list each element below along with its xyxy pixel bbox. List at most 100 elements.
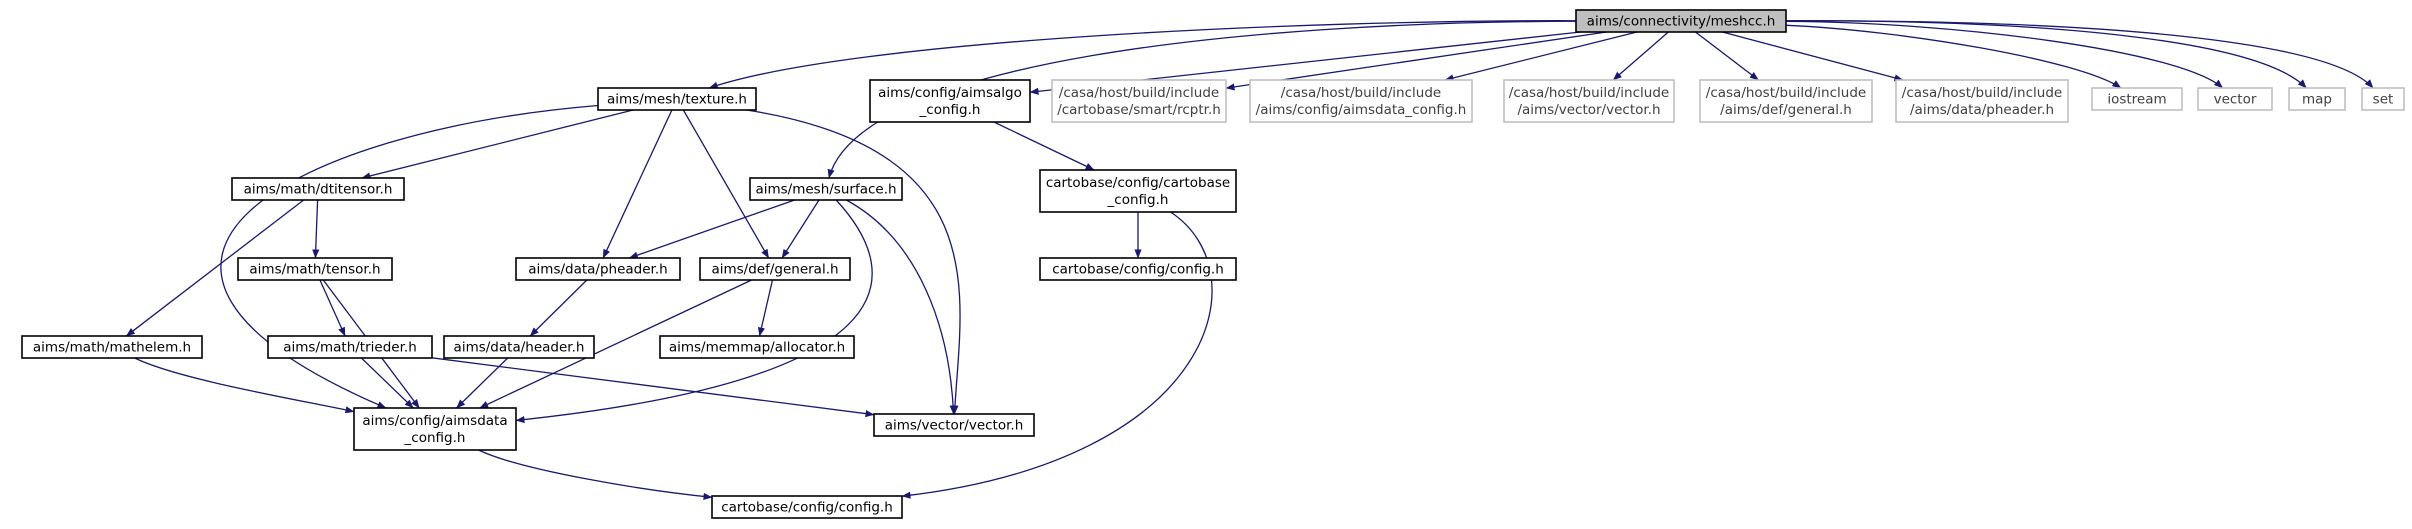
edge-root-to-texture: [708, 20, 1577, 89]
node-label: /aims/vector/vector.h: [1517, 102, 1660, 118]
node-pheader[interactable]: aims/data/pheader.h: [515, 257, 681, 281]
node-box: [1699, 79, 1873, 123]
node-vector-h[interactable]: aims/vector/vector.h: [873, 413, 1035, 437]
edge-mathelem-to-aimsdata_config: [134, 357, 355, 414]
node-label: /casa/host/build/include: [1281, 85, 1441, 101]
node-root[interactable]: aims/connectivity/meshcc.h: [1575, 9, 1787, 33]
edge-pheader-to-header: [529, 279, 588, 337]
node-ext-general: /casa/host/build/include/aims/def/genera…: [1699, 79, 1873, 123]
node-trieder[interactable]: aims/math/trieder.h: [267, 335, 433, 359]
node-label: iostream: [2107, 92, 2166, 108]
node-vector: vector: [2197, 87, 2273, 111]
edge-cartobase_config-to-cb_config_bottom: [901, 211, 1213, 499]
node-box: [2288, 87, 2346, 111]
edge-aimsalgo_config-to-cartobase_config: [993, 121, 1095, 171]
node-box: [597, 87, 757, 111]
edge-texture-to-general: [682, 109, 770, 259]
edge-tensor-to-trieder: [319, 279, 346, 337]
node-box: [1503, 79, 1675, 123]
node-box: [2091, 87, 2183, 111]
node-box: [1051, 79, 1227, 123]
node-label: /casa/host/build/include: [1706, 85, 1866, 101]
node-label: cartobase/config/cartobase: [1046, 175, 1230, 191]
node-ext-pheader: /casa/host/build/include/aims/data/phead…: [1895, 79, 2069, 123]
edge-texture-to-aimsdata_config: [220, 104, 599, 409]
edge-root-to-ext_rcptr: [1225, 31, 1607, 91]
node-box: [1039, 169, 1237, 213]
edge-dtitensor-to-tensor: [312, 199, 320, 259]
node-general[interactable]: aims/def/general.h: [699, 257, 851, 281]
node-box: [353, 407, 517, 451]
node-set: set: [2361, 87, 2405, 111]
node-dtitensor[interactable]: aims/math/dtitensor.h: [231, 177, 405, 201]
edge-root-to-set: [1785, 20, 2374, 89]
node-label: _config.h: [919, 102, 981, 118]
edge-root-to-ext_pheader: [1722, 31, 1904, 82]
edge-trieder-to-aimsdata_config: [360, 357, 414, 409]
node-map: map: [2288, 87, 2346, 111]
node-box: [267, 335, 433, 359]
node-cb-config-bottom[interactable]: cartobase/config/config.h: [711, 495, 903, 519]
node-label: aims/def/general.h: [711, 262, 838, 278]
node-box: [21, 335, 203, 359]
node-ext-aimsdata-config: /casa/host/build/include/aims/config/aim…: [1249, 79, 1473, 123]
edge-header-to-aimsdata_config: [456, 357, 509, 409]
node-label: aims/memmap/allocator.h: [669, 340, 845, 356]
node-ext-vector: /casa/host/build/include/aims/vector/vec…: [1503, 79, 1675, 123]
node-label: aims/data/pheader.h: [528, 262, 667, 278]
edge-dtitensor-to-mathelem: [125, 199, 305, 337]
node-header[interactable]: aims/data/header.h: [443, 335, 595, 359]
edge-texture-to-pheader: [602, 109, 673, 259]
node-box: [873, 413, 1035, 437]
node-box: [711, 495, 903, 519]
node-label: /aims/data/pheader.h: [1910, 102, 2054, 118]
edge-root-to-ext_vector: [1612, 31, 1669, 81]
edge-root-to-surface: [827, 20, 1577, 179]
edge-root-to-vector: [1785, 20, 2224, 89]
node-label: aims/config/aimsalgo: [878, 85, 1022, 101]
node-box: [231, 177, 405, 201]
node-label: /casa/host/build/include: [1902, 85, 2062, 101]
node-label: aims/math/dtitensor.h: [244, 182, 393, 198]
node-box: [2197, 87, 2273, 111]
node-box: [2361, 87, 2405, 111]
edge-surface-to-general: [781, 199, 820, 259]
node-aimsalgo-config[interactable]: aims/config/aimsalgo_config.h: [869, 79, 1031, 123]
edge-general-to-aimsdata_config: [479, 279, 752, 409]
node-label: _config.h: [404, 430, 466, 446]
node-label: /casa/host/build/include: [1509, 85, 1669, 101]
edge-texture-to-vector_h: [746, 109, 961, 415]
node-aimsdata-config[interactable]: aims/config/aimsdata_config.h: [353, 407, 517, 451]
node-label: cartobase/config/config.h: [721, 500, 893, 516]
node-box: [443, 335, 595, 359]
node-cartobase-config[interactable]: cartobase/config/cartobase_config.h: [1039, 169, 1237, 213]
node-surface[interactable]: aims/mesh/surface.h: [749, 177, 903, 201]
node-allocator[interactable]: aims/memmap/allocator.h: [659, 335, 855, 359]
node-label: aims/connectivity/meshcc.h: [1587, 14, 1776, 30]
edge-texture-to-dtitensor: [361, 109, 634, 180]
node-texture[interactable]: aims/mesh/texture.h: [597, 87, 757, 111]
node-label: aims/mesh/texture.h: [607, 92, 747, 108]
node-box: [869, 79, 1031, 123]
edge-root-to-ext_aimsdata_config: [1444, 31, 1638, 82]
node-label: aims/math/tensor.h: [249, 262, 380, 278]
edge-aimsdata_config-to-cb_config_bottom: [478, 449, 713, 501]
node-label: aims/math/trieder.h: [283, 340, 417, 356]
node-label: /aims/def/general.h: [1720, 102, 1852, 118]
node-tensor[interactable]: aims/math/tensor.h: [237, 257, 393, 281]
node-label: set: [2373, 92, 2394, 108]
node-label: /cartobase/smart/rcptr.h: [1057, 102, 1221, 118]
node-box: [749, 177, 903, 201]
edge-root-to-ext_general: [1695, 31, 1759, 81]
edge-surface-to-vector_h: [845, 199, 957, 415]
node-iostream: iostream: [2091, 87, 2183, 111]
edge-surface-to-aimsdata_config: [515, 199, 873, 424]
node-label: aims/vector/vector.h: [885, 418, 1024, 434]
edge-general-to-allocator: [757, 279, 774, 337]
node-label: /aims/config/aimsdata_config.h: [1256, 102, 1467, 118]
node-mathelem[interactable]: aims/math/mathelem.h: [21, 335, 203, 359]
node-box: [1039, 257, 1237, 281]
node-box: [1895, 79, 2069, 123]
node-cb-config-mid[interactable]: cartobase/config/config.h: [1039, 257, 1237, 281]
